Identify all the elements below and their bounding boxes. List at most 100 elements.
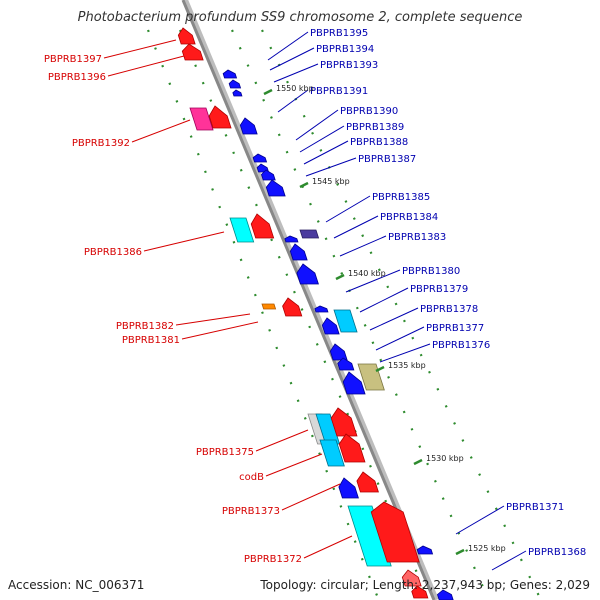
callout-line-right-7 [305, 157, 357, 177]
topology-summary: Topology: circular; Length: 2,237,943 bp… [260, 578, 590, 592]
gene-glyph-15 [299, 229, 320, 239]
callout-line-right-1 [269, 47, 315, 71]
gene-glyph-21 [321, 317, 340, 335]
callout-line-right-14 [375, 326, 425, 351]
gene-glyph-39 [436, 589, 454, 600]
gene-label-left-4: PBPRB1382 [116, 321, 174, 332]
gene-glyph-19 [282, 297, 303, 317]
gene-label-right-8: PBPRB1385 [372, 192, 430, 203]
backbone-shadow [182, 0, 439, 600]
gene-glyph-18 [261, 303, 277, 310]
gene-glyph-20 [314, 305, 329, 313]
gene-glyph-30 [319, 439, 345, 467]
accession-label: Accession: NC_006371 [8, 578, 145, 592]
callout-line-right-3 [277, 89, 309, 113]
callout-line-left-2 [131, 119, 191, 143]
gene-glyph-23 [329, 343, 348, 361]
gene-label-right-1: PBPRB1394 [316, 44, 374, 55]
gene-glyph-12 [229, 217, 255, 243]
gene-glyph-14 [284, 235, 299, 243]
gene-label-right-15: PBPRB1376 [432, 340, 490, 351]
gene-label-left-6: PBPRB1375 [196, 447, 254, 458]
gene-label-right-4: PBPRB1390 [340, 106, 398, 117]
gene-label-left-8: PBPRB1373 [222, 506, 280, 517]
gene-label-right-12: PBPRB1379 [410, 284, 468, 295]
gene-glyph-2 [189, 107, 214, 131]
gene-glyph-0 [177, 27, 196, 45]
callout-line-right-17 [491, 550, 527, 571]
gene-label-right-3: PBPRB1391 [310, 86, 368, 97]
callout-line-right-8 [325, 195, 371, 223]
kbp-tick-label-5: 1525 kbp [468, 544, 506, 553]
gene-glyph-10 [260, 169, 276, 181]
gene-label-right-17: PBPRB1368 [528, 547, 586, 558]
callout-line-right-4 [295, 109, 339, 141]
gene-glyph-8 [252, 153, 268, 163]
gene-label-left-7: codB [239, 472, 264, 483]
gene-label-right-10: PBPRB1383 [388, 232, 446, 243]
gene-label-right-14: PBPRB1377 [426, 323, 484, 334]
gene-glyph-6 [232, 89, 243, 97]
gene-label-left-5: PBPRB1381 [122, 335, 180, 346]
gene-glyph-31 [338, 433, 366, 463]
gene-label-right-2: PBPRB1393 [320, 60, 378, 71]
gene-label-left-9: PBPRB1372 [244, 554, 302, 565]
kbp-tick-mark-0 [263, 88, 273, 96]
gene-label-left-2: PBPRB1392 [72, 138, 130, 149]
gene-glyph-36 [416, 545, 434, 555]
gene-glyph-4 [222, 69, 238, 79]
gene-glyph-16 [289, 243, 308, 261]
callout-line-right-10 [339, 235, 387, 257]
callout-line-left-5 [181, 321, 259, 340]
gene-glyph-24 [337, 357, 355, 371]
gene-glyph-32 [338, 477, 359, 499]
gene-label-right-9: PBPRB1384 [380, 212, 438, 223]
kbp-tick-mark-1 [299, 181, 309, 189]
gene-label-left-3: PBPRB1386 [84, 247, 142, 258]
callout-line-right-11 [345, 269, 401, 293]
callout-line-right-16 [455, 505, 505, 535]
kbp-tick-mark-5 [455, 548, 465, 556]
gene-glyph-37 [401, 569, 422, 587]
callout-line-left-9 [303, 535, 353, 559]
callout-line-right-12 [359, 287, 409, 313]
callout-line-right-9 [333, 215, 379, 239]
map-title: Photobacterium profundum SS9 chromosome … [77, 10, 523, 25]
gene-glyph-17 [296, 263, 319, 285]
gene-label-right-13: PBPRB1378 [420, 304, 478, 315]
callout-line-right-6 [303, 140, 349, 165]
gene-glyph-29 [330, 407, 358, 437]
gene-label-right-0: PBPRB1395 [310, 28, 368, 39]
gene-glyph-33 [356, 471, 379, 493]
gene-glyph-11 [265, 179, 286, 197]
callout-line-right-2 [273, 63, 319, 83]
gene-label-right-6: PBPRB1388 [350, 137, 408, 148]
gene-label-right-11: PBPRB1380 [402, 266, 460, 277]
callout-line-left-1 [107, 55, 185, 77]
callout-line-left-6 [255, 429, 309, 452]
gene-glyph-1 [181, 43, 204, 61]
gene-glyph-3 [208, 105, 232, 129]
gene-glyph-22 [333, 309, 358, 333]
gene-glyph-35 [370, 501, 420, 563]
gene-label-right-5: PBPRB1389 [346, 122, 404, 133]
gene-label-right-7: PBPRB1387 [358, 154, 416, 165]
gene-label-left-1: PBPRB1396 [48, 72, 106, 83]
gene-glyph-13 [250, 213, 275, 239]
gene-glyph-38 [411, 585, 429, 599]
kbp-tick-label-1: 1545 kbp [312, 177, 350, 186]
kbp-tick-label-2: 1540 kbp [348, 269, 386, 278]
callout-line-left-7 [265, 453, 323, 477]
callout-line-left-4 [175, 313, 251, 326]
gene-glyph-25 [342, 371, 366, 395]
kbp-tick-mark-4 [413, 458, 423, 466]
callout-line-left-3 [143, 231, 225, 252]
gene-glyph-5 [228, 79, 242, 89]
callout-line-right-5 [299, 125, 345, 153]
backbone-line [181, 0, 436, 600]
kbp-tick-label-4: 1530 kbp [426, 454, 464, 463]
callout-line-left-8 [281, 483, 341, 511]
kbp-tick-label-0: 1550 kbp [276, 84, 314, 93]
